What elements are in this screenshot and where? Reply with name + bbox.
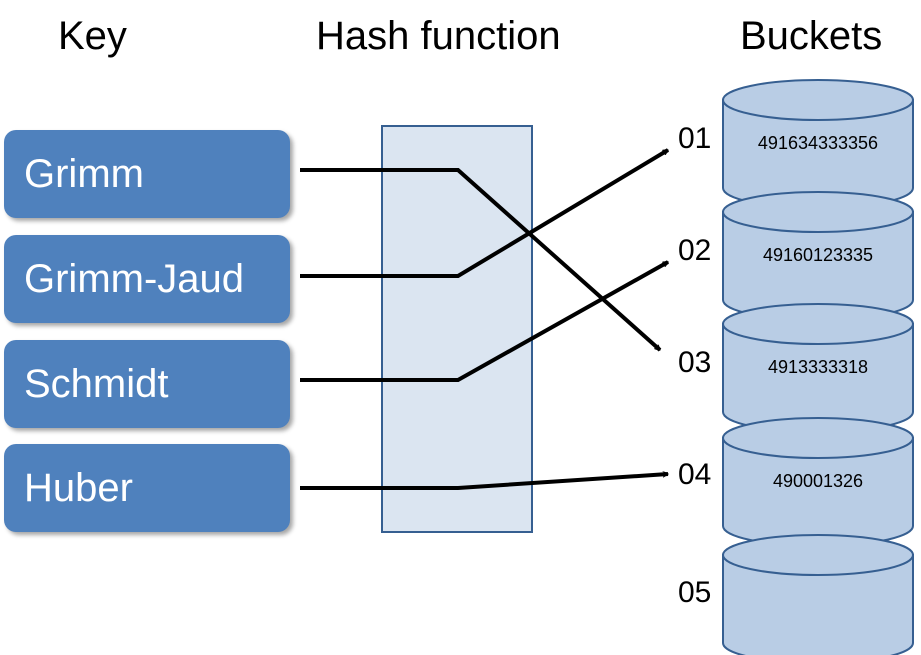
- bucket-cylinder-05: [722, 534, 914, 655]
- mapping-arrow-grimm-jaud-to-01: [300, 148, 668, 278]
- bucket-value-02: 49160123335: [762, 245, 874, 265]
- hash-function-heading: Hash function: [316, 14, 561, 58]
- mapping-arrow-huber-to-04: [300, 474, 668, 490]
- buckets-heading: Buckets: [740, 14, 883, 58]
- bucket-label-05: 05: [678, 576, 712, 609]
- arrows-group: [300, 148, 668, 490]
- bucket-value-04: 490001326: [772, 471, 864, 491]
- bucket-cylinder-03: [722, 303, 914, 433]
- bucket-value-01: 491634333356: [757, 133, 879, 153]
- bucket-cylinder-02: [722, 191, 914, 321]
- key-box-schmidt: Schmidt: [4, 340, 290, 428]
- key-heading: Key: [58, 14, 127, 58]
- key-box-huber: Huber: [4, 444, 290, 532]
- bucket-label-04: 04: [678, 458, 712, 491]
- bucket-value-03: 4913333318: [767, 357, 869, 377]
- buckets-group: [722, 79, 914, 655]
- bucket-cylinder-04: [722, 417, 914, 547]
- bucket-label-03: 03: [678, 346, 712, 379]
- bucket-label-02: 02: [678, 234, 712, 267]
- key-box-grimm: Grimm: [4, 130, 290, 218]
- mapping-arrow-schmidt-to-02: [300, 260, 668, 382]
- key-box-grimm-jaud: Grimm-Jaud: [4, 235, 290, 323]
- bucket-cylinder-01: [722, 79, 914, 209]
- mapping-arrow-grimm-to-03: [300, 168, 662, 352]
- hash-function-box: [381, 125, 533, 533]
- bucket-label-01: 01: [678, 122, 712, 155]
